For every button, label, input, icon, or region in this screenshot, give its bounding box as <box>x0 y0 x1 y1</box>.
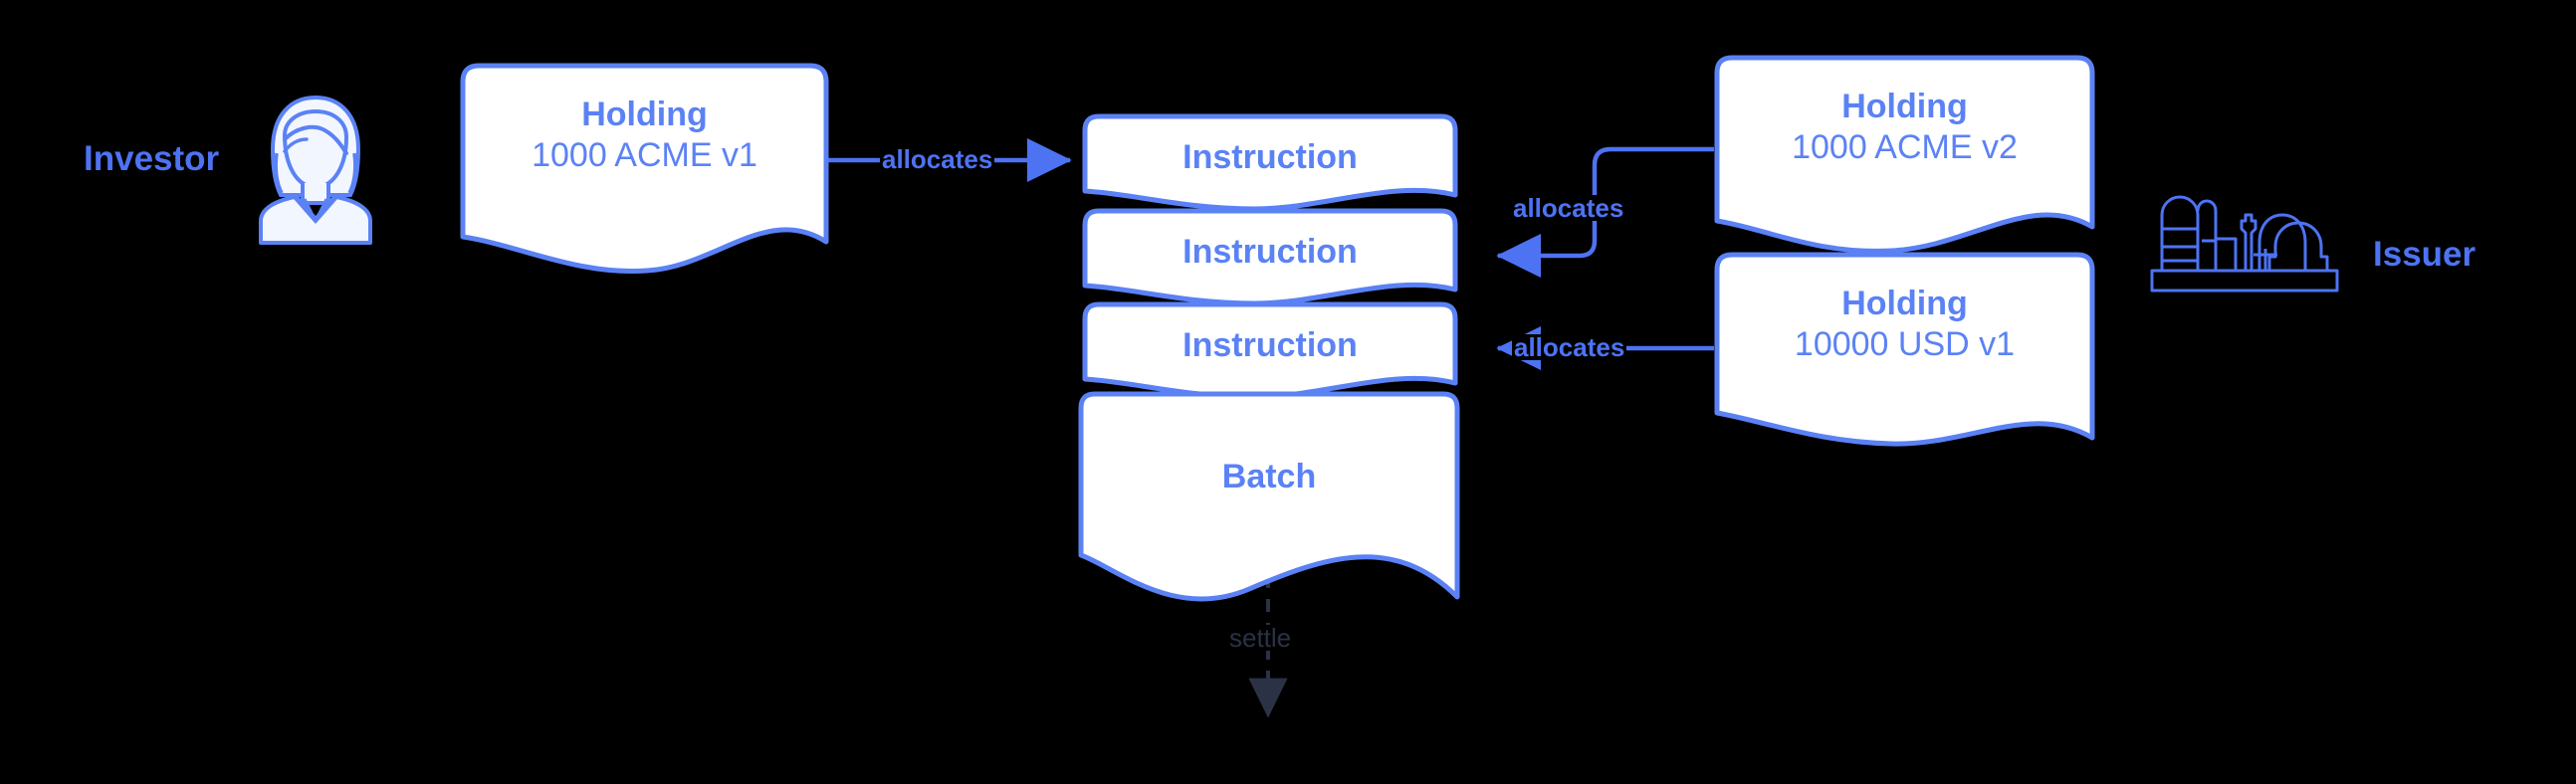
actor-label-investor: Investor <box>84 139 220 178</box>
person-icon <box>255 92 376 246</box>
node-shape-instruction-2[interactable] <box>1082 208 1458 306</box>
node-shape-instruction-3[interactable] <box>1082 301 1458 400</box>
actor-label-issuer: Issuer <box>2373 235 2476 274</box>
node-shape-holding-usd-v1[interactable] <box>1714 252 2095 447</box>
edge-label-allocates-1: allocates <box>880 144 995 174</box>
node-shape-instruction-1[interactable] <box>1082 113 1458 212</box>
edge-label-allocates-3: allocates <box>1512 332 1627 362</box>
factory-icon <box>2150 189 2339 294</box>
node-shape-holding-acme-v2[interactable] <box>1714 55 2095 254</box>
edge-label-settle: settle <box>1226 625 1295 651</box>
edge-label-allocates-2: allocates <box>1511 193 1626 223</box>
node-shape-holding-acme-v1[interactable] <box>460 63 829 275</box>
node-shape-batch[interactable] <box>1078 391 1460 602</box>
